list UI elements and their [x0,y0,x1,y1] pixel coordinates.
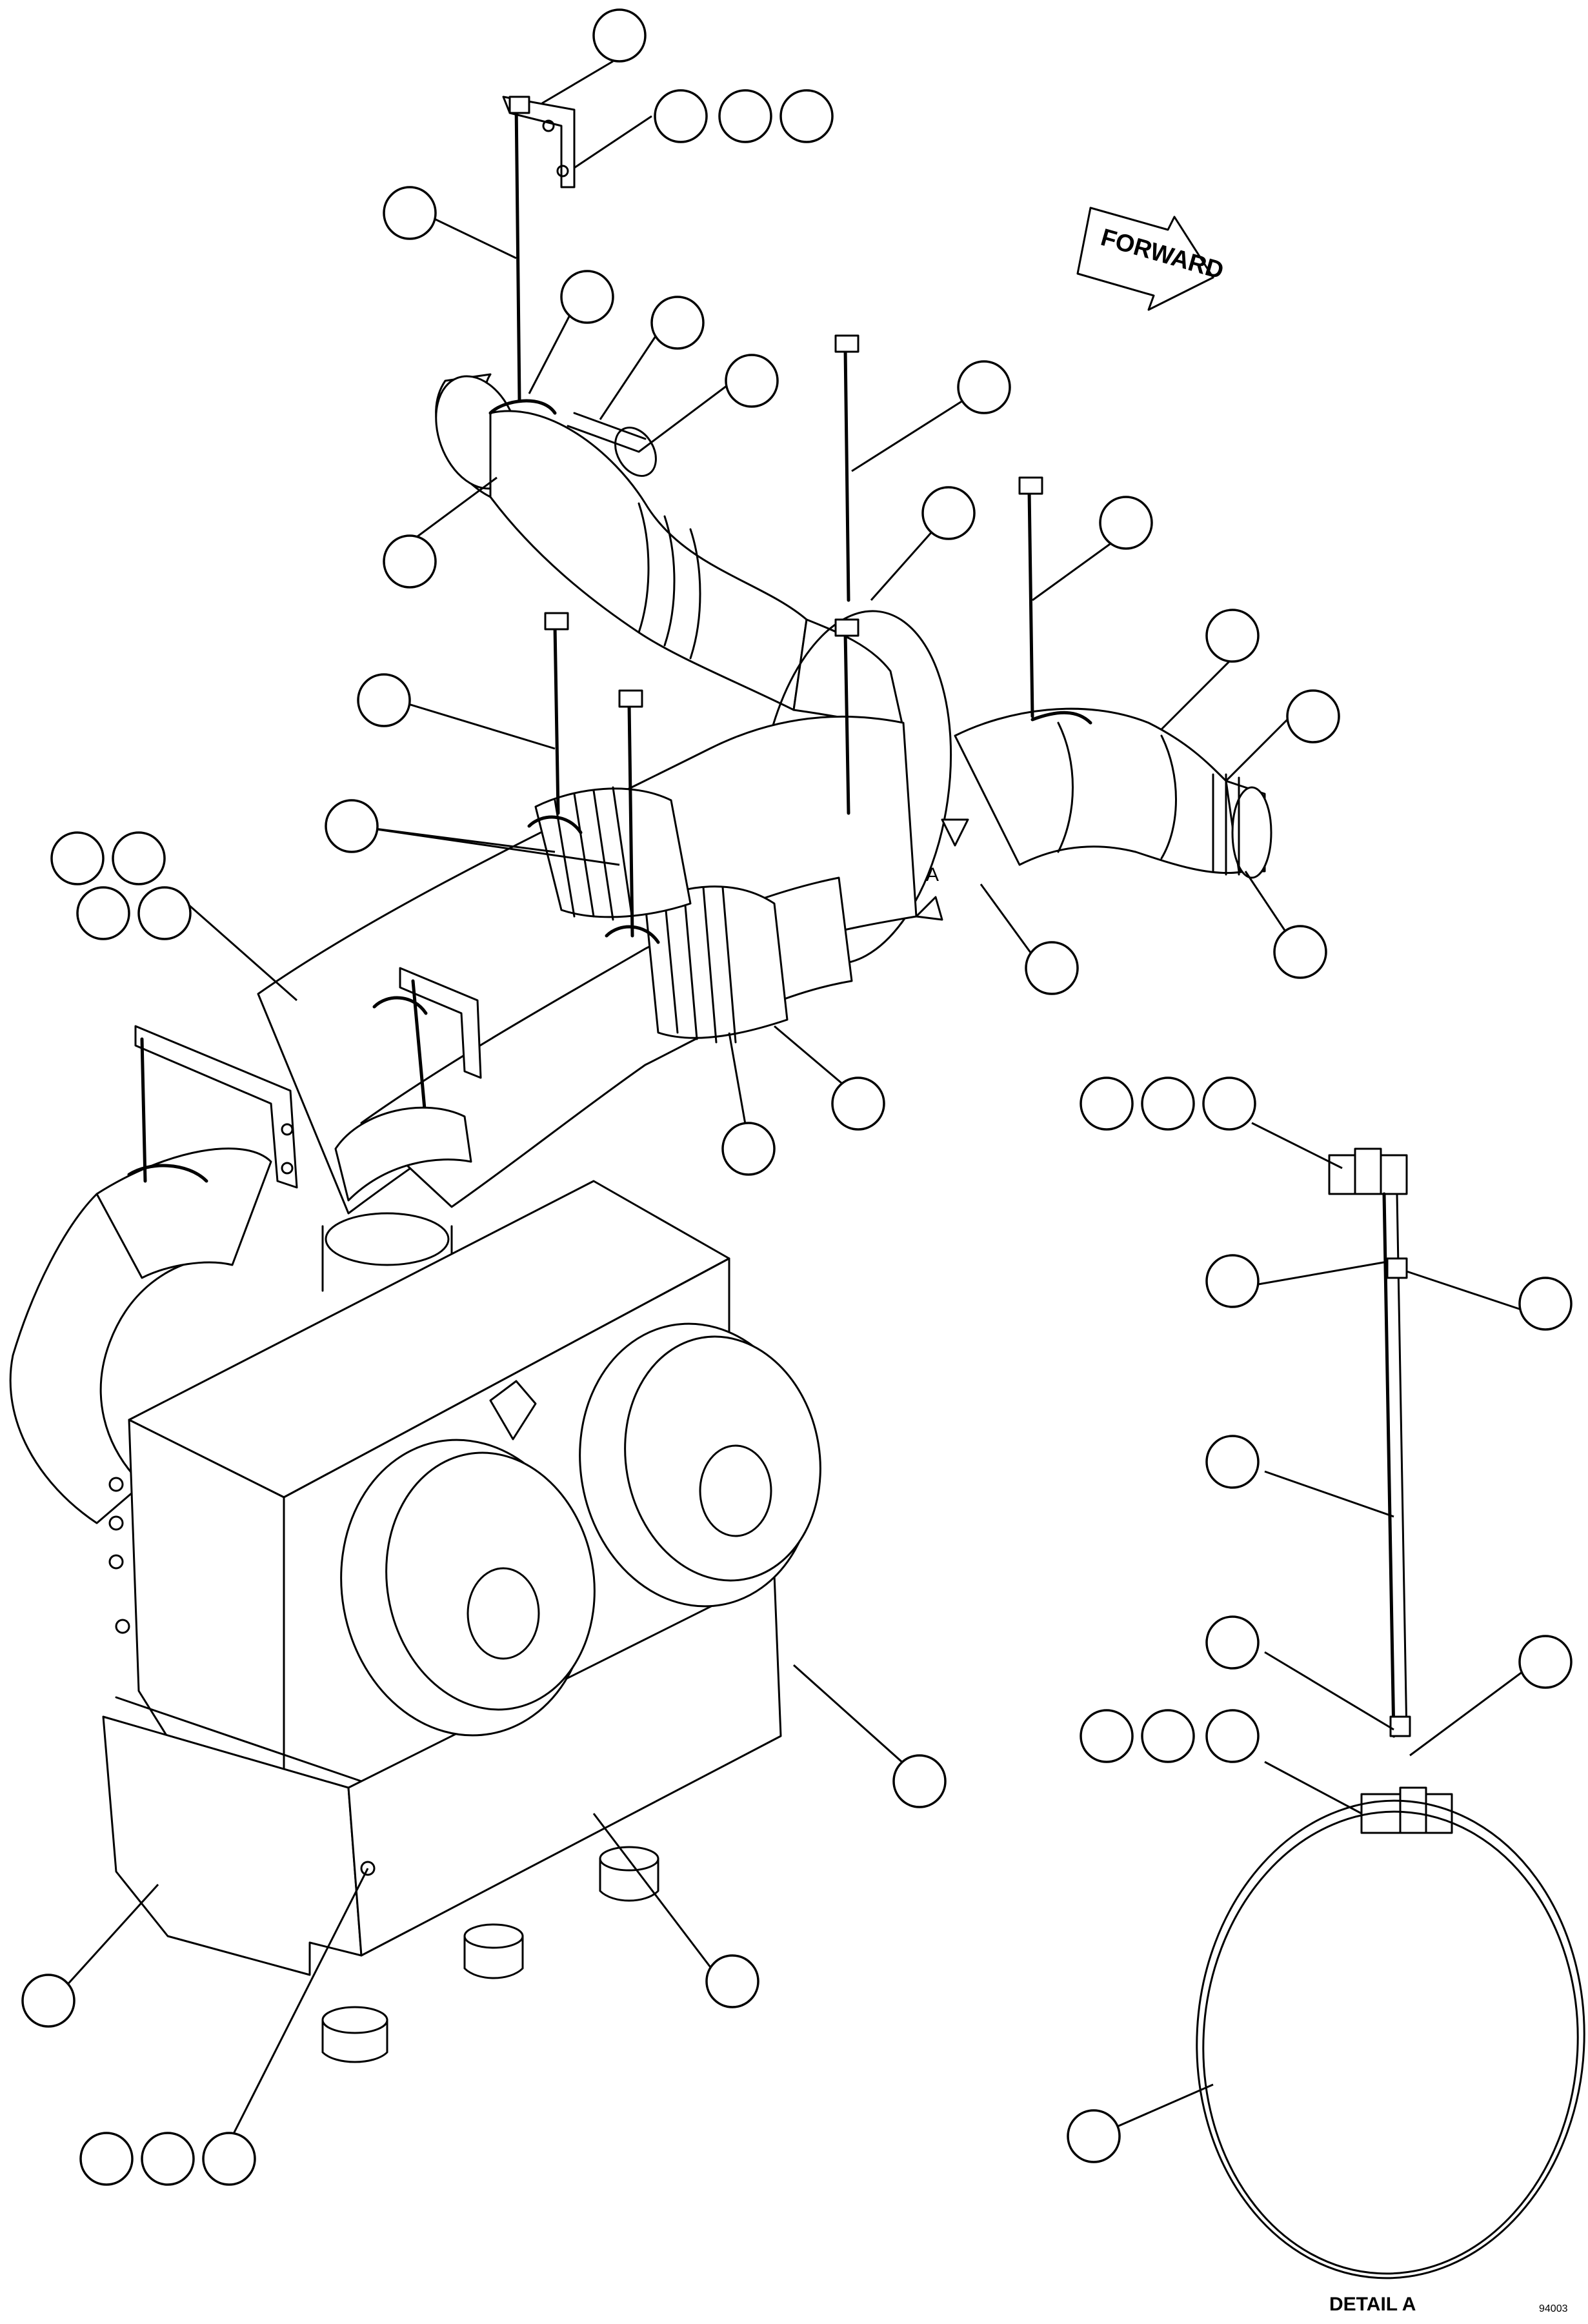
item-callout [592,8,647,63]
item-callout [383,534,437,589]
item-callout [1099,496,1153,550]
item-callout [779,89,834,143]
item-callout [560,270,614,324]
upper-intake-duct [435,373,905,731]
right-elbow-duct [954,707,1272,879]
item-callout [1141,1709,1195,1763]
item-callout [383,186,437,240]
item-callout [1205,1709,1260,1763]
item-callout [721,1122,776,1176]
item-callout [1286,689,1340,743]
item-callout [1205,1435,1260,1489]
item-callout [718,89,772,143]
item-callout [725,354,779,408]
detail-a-hanger: DETAIL A 94003 [1196,1147,1585,2315]
item-callout [1025,941,1079,995]
item-callout [650,296,705,350]
item-callout [1273,925,1327,979]
item-callout [1202,1076,1256,1131]
sheet-code: 94003 [1539,2303,1568,2314]
item-callout [1205,609,1260,663]
item-callout [1067,2109,1121,2163]
item-callout [141,2132,195,2186]
item-callout [1518,1277,1573,1331]
item-callout [831,1076,885,1131]
item-callout [1205,1615,1260,1670]
item-callout [1518,1635,1573,1689]
forward-label: FORWARD [1098,224,1227,285]
item-callout [325,799,379,853]
detail-callout-letter: A [926,864,939,885]
item-callout [654,89,708,143]
hanger-rods [544,334,1043,938]
item-callout [21,1974,75,2028]
item-callout [50,831,105,885]
item-callout [1141,1076,1195,1131]
item-callout [1080,1709,1134,1763]
item-callout [112,831,166,885]
item-callouts [21,8,1573,2186]
item-callout [921,486,976,540]
mid-hanger-bracket [321,967,482,1292]
item-callout [1205,1254,1260,1308]
item-callout [705,1954,759,2008]
forward-arrow: FORWARD [1076,207,1227,311]
item-callout [892,1754,947,1808]
left-curved-duct [9,1025,298,1524]
upper-hanger-bracket [502,96,576,402]
item-callout [137,886,192,940]
item-callout [202,2132,256,2186]
item-callout [79,2132,134,2186]
detail-title: DETAIL A [1329,2294,1416,2315]
item-callout [76,886,130,940]
filter-canister-left [340,1439,596,1737]
item-callout [1080,1076,1134,1131]
item-callout [957,360,1011,414]
filter-canister-right [579,1322,821,1608]
item-callout [357,673,411,727]
